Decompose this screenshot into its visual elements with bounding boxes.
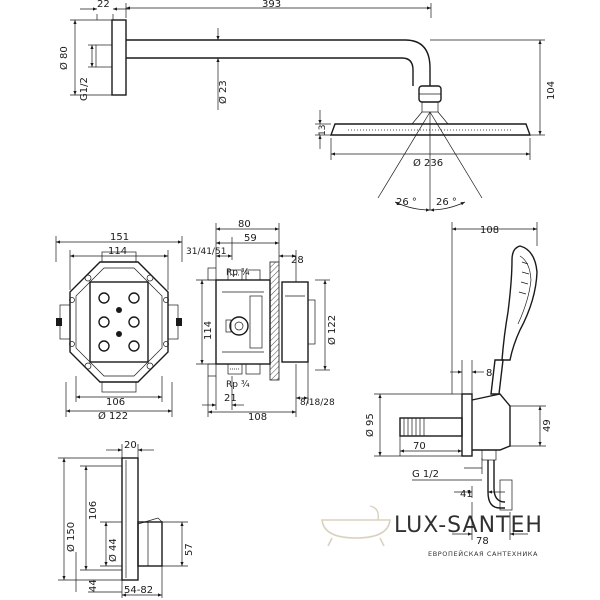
box-side-body xyxy=(215,279,271,365)
dim-diam-122-front: Ø 122 xyxy=(98,410,128,422)
dim-g12: G1/2 xyxy=(79,77,90,101)
dim-diam-23: Ø 23 xyxy=(217,80,229,104)
mounting-box-front-view: 151 114 106 Ø 122 xyxy=(55,232,183,422)
watermark: LUX-SANTEH ЕВРОПЕЙСКАЯ САНТЕХНИКА xyxy=(321,505,543,558)
dim-106: 106 xyxy=(106,397,125,408)
bathtub-logo-icon xyxy=(321,505,391,547)
dim-diam-236: Ø 236 xyxy=(413,157,443,169)
watermark-tagline: ЕВРОПЕЙСКАЯ САНТЕХНИКА xyxy=(428,549,538,558)
hose xyxy=(499,479,513,511)
shower-holder xyxy=(471,393,511,451)
dim-54-82: 54-82 xyxy=(124,585,153,596)
wall-outlet xyxy=(399,417,463,437)
shower-arm-pipe xyxy=(126,39,431,86)
dim-59: 59 xyxy=(244,233,257,244)
dim-22: 22 xyxy=(97,0,110,10)
dim-44: 44 xyxy=(88,579,99,592)
dim-49: 49 xyxy=(542,419,553,432)
dim-70: 70 xyxy=(413,441,426,452)
mounting-box-side-view: 80 59 31/41/51 28 Rp ¾ Rp ¾ 114 Ø 122 21 xyxy=(186,219,338,423)
dim-31-41-51: 31/41/51 xyxy=(186,247,226,257)
dim-21: 21 xyxy=(224,393,237,404)
box-octagon-outer xyxy=(69,261,169,383)
dim-28: 28 xyxy=(291,255,304,266)
thermostat-knob xyxy=(137,521,163,567)
hand-shower-head xyxy=(501,245,538,361)
dim-diam-80: Ø 80 xyxy=(58,46,70,70)
dim-20: 20 xyxy=(124,440,137,451)
dim-diam-44: Ø 44 xyxy=(107,538,119,562)
thermostat-cover-plate xyxy=(121,457,139,581)
dim-106-thermo: 106 xyxy=(88,501,99,520)
box-cover xyxy=(281,281,309,363)
dim-8: 8 xyxy=(486,368,492,379)
dim-80: 80 xyxy=(238,219,251,230)
dim-393: 393 xyxy=(262,0,281,10)
dim-104: 104 xyxy=(546,81,557,100)
overhead-shower-head xyxy=(330,123,531,136)
hand-shower-handle xyxy=(490,359,504,395)
dim-114-side: 114 xyxy=(203,321,214,340)
dim-114-front: 114 xyxy=(108,246,127,257)
watermark-logo: LUX-SANTEH xyxy=(394,513,543,538)
dim-13: 13 xyxy=(318,125,328,136)
dim-diam-150: Ø 150 xyxy=(65,522,77,552)
hand-shower-view: 108 8 Ø 95 70 49 G 1/2 41 7 xyxy=(364,222,553,547)
dim-diam-95: Ø 95 xyxy=(364,413,376,437)
label-rp34-bottom: Rp ¾ xyxy=(226,380,250,390)
box-inner-square xyxy=(89,281,149,363)
dim-diam-122-side: Ø 122 xyxy=(326,315,338,345)
dim-108-box: 108 xyxy=(248,412,267,423)
dim-8-18-28: 8/18/28 xyxy=(300,398,335,408)
wall-flange xyxy=(111,19,127,96)
flange-nipple xyxy=(95,44,113,68)
dim-108-hand: 108 xyxy=(480,225,499,236)
dim-78: 78 xyxy=(476,536,489,547)
dim-57: 57 xyxy=(184,543,195,556)
holder-wall-plate xyxy=(461,393,473,457)
dim-angle-left: 26 ° xyxy=(396,197,417,208)
shower-arm-view: 22 393 Ø 80 G1/2 Ø 23 104 13 xyxy=(58,0,557,212)
dim-angle-right: 26 ° xyxy=(436,197,457,208)
wall-section xyxy=(269,261,280,381)
dim-41: 41 xyxy=(460,489,473,500)
valve-connector xyxy=(229,316,249,336)
label-rp34-top: Rp ¾ xyxy=(226,268,250,278)
dim-g12-hand: G 1/2 xyxy=(412,469,439,480)
dim-151: 151 xyxy=(110,232,129,243)
thermostat-view: 20 Ø 150 106 Ø 44 44 57 54-82 xyxy=(58,440,195,598)
